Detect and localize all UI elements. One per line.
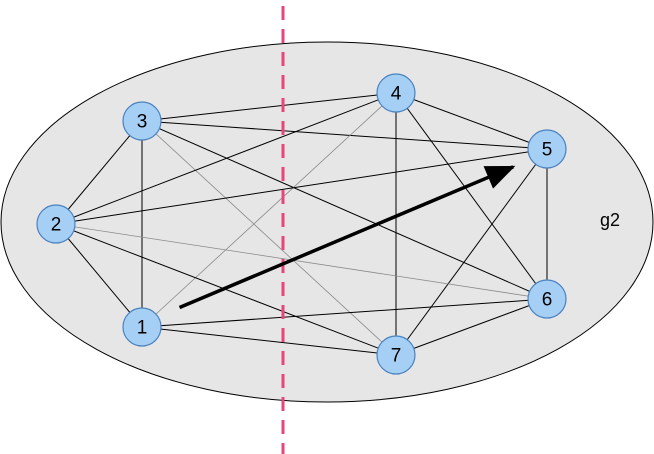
edge-3-2 <box>55 120 143 225</box>
nodes-layer: 1 2 3 4 5 6 7 <box>36 73 567 375</box>
node-label: 4 <box>391 84 402 105</box>
node-label: 6 <box>542 290 553 311</box>
group-region-g2 <box>0 41 654 403</box>
node-circle <box>527 279 567 319</box>
edge-4-6 <box>395 92 548 300</box>
node-7: 7 <box>376 335 416 375</box>
node-4: 4 <box>376 73 416 113</box>
directed-arrow <box>178 165 516 310</box>
edge-5-2 <box>55 148 548 225</box>
edge-1-6 <box>141 298 548 328</box>
node-label: 3 <box>137 112 148 133</box>
edge-3-6 <box>141 120 548 300</box>
node-3: 3 <box>122 101 162 141</box>
node-circle <box>527 129 567 169</box>
edge-4-5 <box>395 92 548 150</box>
node-label: 2 <box>51 215 62 236</box>
edge-3-4 <box>141 92 397 122</box>
node-circle <box>36 204 76 244</box>
node-6: 6 <box>527 279 567 319</box>
node-circle <box>122 307 162 347</box>
edge-3-5 <box>141 120 548 150</box>
node-label: 7 <box>391 346 402 367</box>
edge-1-7 <box>141 326 397 356</box>
edge-2-6 <box>55 223 548 300</box>
node-circle <box>122 101 162 141</box>
edge-4-1 <box>141 92 397 328</box>
node-1: 1 <box>122 307 162 347</box>
edge-5-7 <box>395 148 548 356</box>
node-circle <box>376 335 416 375</box>
edge-3-7 <box>141 120 397 356</box>
group-label: g2 <box>600 210 620 230</box>
node-circle <box>376 73 416 113</box>
edge-4-2 <box>55 92 397 225</box>
node-label: 1 <box>137 318 148 339</box>
node-5: 5 <box>527 129 567 169</box>
node-2: 2 <box>36 204 76 244</box>
node-label: 5 <box>542 140 553 161</box>
edges-layer <box>55 92 548 356</box>
edge-7-6 <box>395 298 548 356</box>
edge-2-1 <box>55 223 143 328</box>
